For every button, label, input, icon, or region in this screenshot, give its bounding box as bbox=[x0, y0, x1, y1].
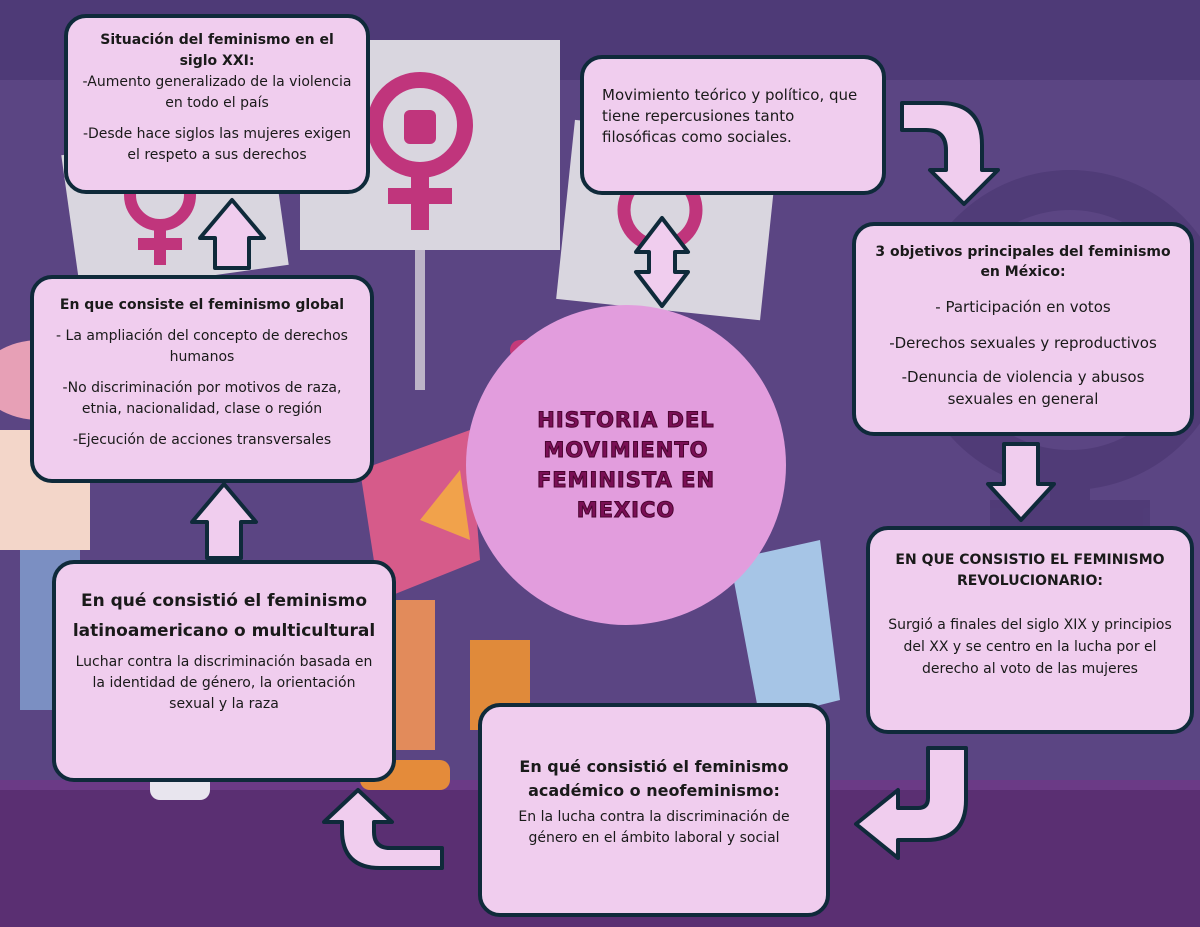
box-global-heading: En que consiste el feminismo global bbox=[59, 297, 345, 313]
box-objetivos-line3: -Denuncia de violencia y abusos sexuales… bbox=[901, 368, 1145, 408]
box-global-line3: -Ejecución de acciones transversales bbox=[72, 432, 332, 448]
central-topic-circle: HISTORIA DEL MOVIMIENTO FEMINISTA EN MEX… bbox=[466, 305, 786, 625]
box-feminismo-global: En que consiste el feminismo global - La… bbox=[30, 275, 374, 483]
box-latinoamericano-text: Luchar contra la discriminación basada e… bbox=[75, 654, 373, 712]
box-academico: En qué consistió el feminismo académico … bbox=[478, 703, 830, 917]
box-global-line1: - La ampliación del concepto de derechos… bbox=[56, 328, 348, 365]
box-siglo-xxi-line2: -Desde hace siglos las mujeres exigen el… bbox=[82, 126, 352, 163]
box-movimiento-text: Movimiento teórico y político, que tiene… bbox=[602, 86, 858, 146]
central-topic-title: HISTORIA DEL MOVIMIENTO FEMINISTA EN MEX… bbox=[536, 408, 716, 523]
box-latinoamericano-heading: En qué consistió el feminismo latinoamer… bbox=[72, 591, 376, 641]
box-siglo-xxi-line1: -Aumento generalizado de la violencia en… bbox=[82, 74, 352, 111]
box-objetivos: 3 objetivos principales del feminismo en… bbox=[852, 222, 1194, 436]
box-siglo-xxi: Situación del feminismo en el siglo XXI:… bbox=[64, 14, 370, 194]
box-siglo-xxi-heading: Situación del feminismo en el siglo XXI: bbox=[100, 32, 334, 69]
box-revolucionario-heading: EN QUE CONSISTIO EL FEMINISMO REVOLUCION… bbox=[895, 552, 1165, 589]
box-global-line2: -No discriminación por motivos de raza, … bbox=[62, 380, 342, 417]
box-revolucionario: EN QUE CONSISTIO EL FEMINISMO REVOLUCION… bbox=[866, 526, 1194, 734]
box-academico-text: En la lucha contra la discriminación de … bbox=[518, 809, 790, 846]
box-movimiento: Movimiento teórico y político, que tiene… bbox=[580, 55, 886, 195]
box-latinoamericano: En qué consistió el feminismo latinoamer… bbox=[52, 560, 396, 782]
box-objetivos-line2: -Derechos sexuales y reproductivos bbox=[889, 334, 1157, 352]
box-objetivos-heading: 3 objetivos principales del feminismo en… bbox=[875, 244, 1171, 280]
box-objetivos-line1: - Participación en votos bbox=[935, 298, 1111, 316]
box-academico-heading: En qué consistió el feminismo académico … bbox=[519, 757, 789, 800]
box-revolucionario-text: Surgió a finales del siglo XIX y princip… bbox=[888, 617, 1172, 677]
